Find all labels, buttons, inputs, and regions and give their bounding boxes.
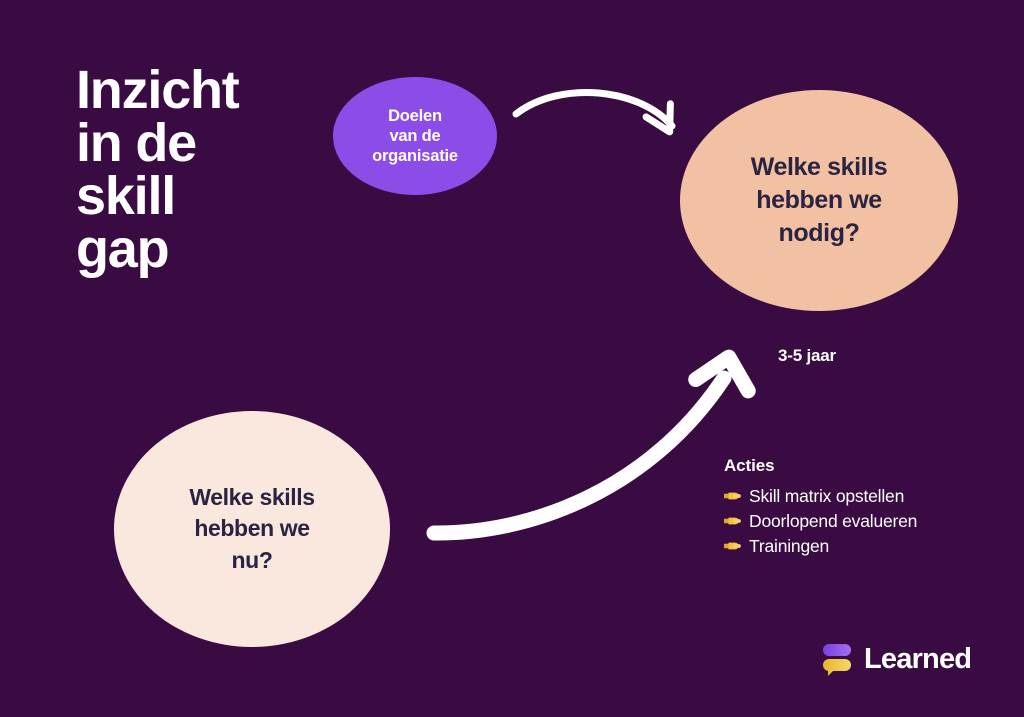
bubble-future-skills-label: Welke skills hebben we nodig? bbox=[750, 152, 888, 248]
pointing-right-hand-icon bbox=[722, 510, 742, 525]
bubble-goals-label: Doelen van de organisatie bbox=[372, 106, 458, 166]
actions-block: Acties Skill matrix opstellen bbox=[722, 456, 984, 559]
action-label: Trainingen bbox=[749, 535, 830, 556]
learned-logo: Learned bbox=[821, 641, 972, 677]
learned-logo-text: Learned bbox=[864, 642, 972, 675]
action-label: Skill matrix opstellen bbox=[749, 486, 905, 506]
action-label: Doorlopend evalueren bbox=[749, 510, 918, 531]
bubble-future-skills: Welke skills hebben we nodig? bbox=[680, 90, 958, 311]
actions-heading: Acties bbox=[724, 456, 775, 475]
list-item: Skill matrix opstellen bbox=[722, 484, 984, 509]
list-item: Trainingen bbox=[722, 534, 984, 559]
horizon-label: 3-5 jaar bbox=[778, 346, 836, 365]
pointing-right-hand-icon bbox=[722, 535, 742, 550]
bubble-current-skills: Welke skills hebben we nu? bbox=[114, 411, 390, 647]
actions-list: Skill matrix opstellen Doorlopend evalue… bbox=[722, 484, 984, 559]
bubble-current-skills-label: Welke skills hebben we nu? bbox=[189, 484, 315, 573]
page-title: Inzicht in de skill gap bbox=[76, 60, 240, 279]
learned-logo-mark-icon bbox=[821, 641, 855, 677]
bubble-goals: Doelen van de organisatie bbox=[333, 77, 497, 195]
pointing-right-hand-icon bbox=[722, 485, 742, 500]
list-item: Doorlopend evalueren bbox=[722, 509, 984, 534]
